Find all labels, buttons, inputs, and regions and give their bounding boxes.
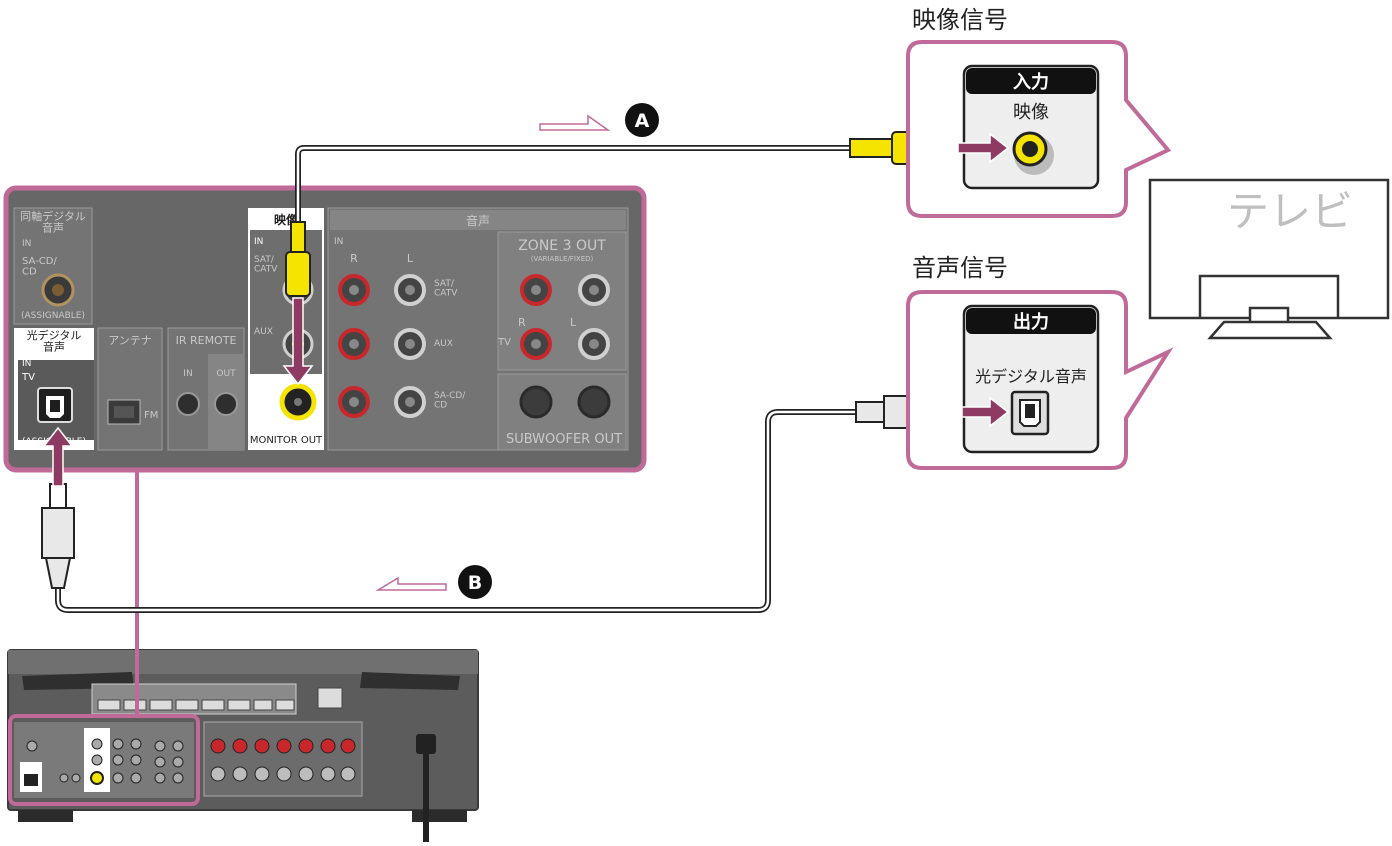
- video-in-label: IN: [254, 237, 263, 247]
- ir-remote-title: IR REMOTE: [176, 334, 237, 347]
- marker-b-label: B: [468, 572, 482, 594]
- zone3-r-label: R: [518, 316, 526, 329]
- audio-signal-callout: 音声信号 出力 光デジタル音声: [906, 254, 1174, 470]
- subwoofer-jack-2: [577, 385, 611, 419]
- optical-title: 光デジタル音声: [27, 328, 82, 354]
- video-section: 映像 IN SAT/CATV AUX MONITOR OUT: [248, 208, 324, 450]
- direction-arrow-b: [375, 576, 447, 591]
- ir-remote-section: IR REMOTE IN OUT: [167, 327, 245, 451]
- optical-input-section: 光デジタル音声 IN TV (ASSIGNABLE): [14, 328, 94, 450]
- coax-in-label: IN: [22, 239, 31, 249]
- video-sat-label: SAT/CATV: [254, 255, 278, 275]
- zone3-sub: (VARIABLE/FIXED): [531, 255, 594, 263]
- audio-output-port-label: 光デジタル音声: [975, 367, 1087, 386]
- optical-in-arrow: [42, 426, 74, 487]
- optical-in-label: IN: [22, 359, 31, 369]
- video-input-arrow: [957, 132, 1010, 164]
- marker-a-label: A: [635, 110, 650, 132]
- marker-b: B: [458, 565, 492, 599]
- monitor-out-arrow: [282, 297, 314, 386]
- antenna-fm-label: FM: [144, 410, 158, 421]
- coax-assignable: (ASSIGNABLE): [21, 311, 85, 321]
- audio-rca-jacks: [338, 274, 426, 418]
- ir-out-label: OUT: [216, 369, 236, 379]
- zone3-title: ZONE 3 OUT: [518, 238, 606, 254]
- av-receiver: [7, 649, 479, 842]
- ir-in-label: IN: [183, 369, 192, 379]
- video-input-port-label: 映像: [1013, 102, 1049, 123]
- audio-section: 音声 IN R L SAT/CATV AUX SA-CD/CD ZONE 3 O…: [327, 207, 629, 451]
- tv-label: テレビ: [1227, 187, 1353, 236]
- coaxial-input-section: 同軸デジタル音声 IN SA-CD/CD (ASSIGNABLE): [13, 207, 93, 325]
- ir-in-jack: [176, 392, 200, 416]
- direction-arrow-a: [539, 114, 611, 131]
- audio-aux-label: AUX: [434, 339, 453, 349]
- video-signal-callout: 映像信号 入力 映像: [906, 6, 1172, 218]
- audio-in-label: IN: [334, 237, 343, 247]
- audio-sat-label: SAT/CATV: [434, 279, 458, 299]
- optical-tv-label: TV: [21, 372, 35, 383]
- tv: テレビ: [1148, 178, 1390, 340]
- antenna-title: アンテナ: [108, 334, 152, 347]
- coax-port-label: SA-CD/CD: [22, 256, 57, 278]
- video-aux-label: AUX: [254, 327, 273, 337]
- audio-sacd-label: SA-CD/CD: [434, 391, 466, 411]
- audio-output-arrow: [961, 396, 1010, 428]
- marker-a: A: [625, 103, 659, 137]
- video-input-header: 入力: [1013, 72, 1049, 93]
- audio-r-label: R: [350, 252, 358, 265]
- video-signal-title: 映像信号: [912, 6, 1008, 34]
- receiver-back-panel: 同軸デジタル音声 IN SA-CD/CD (ASSIGNABLE) 光デジタル音…: [3, 185, 647, 473]
- subwoofer-label: SUBWOOFER OUT: [506, 432, 622, 447]
- audio-signal-title: 音声信号: [912, 254, 1008, 282]
- zone3-jacks: [520, 274, 610, 360]
- audio-output-header: 出力: [1013, 311, 1049, 333]
- zone3-tv-label: TV: [497, 337, 511, 348]
- ir-out-jack: [214, 392, 238, 416]
- monitor-out-label: MONITOR OUT: [250, 435, 323, 446]
- coax-title: 同軸デジタル音声: [20, 209, 86, 235]
- audio-l-label: L: [407, 252, 414, 265]
- zone3-l-label: L: [570, 316, 577, 329]
- audio-title: 音声: [466, 213, 490, 228]
- antenna-section: アンテナ FM: [97, 327, 163, 451]
- subwoofer-jack-1: [519, 385, 553, 419]
